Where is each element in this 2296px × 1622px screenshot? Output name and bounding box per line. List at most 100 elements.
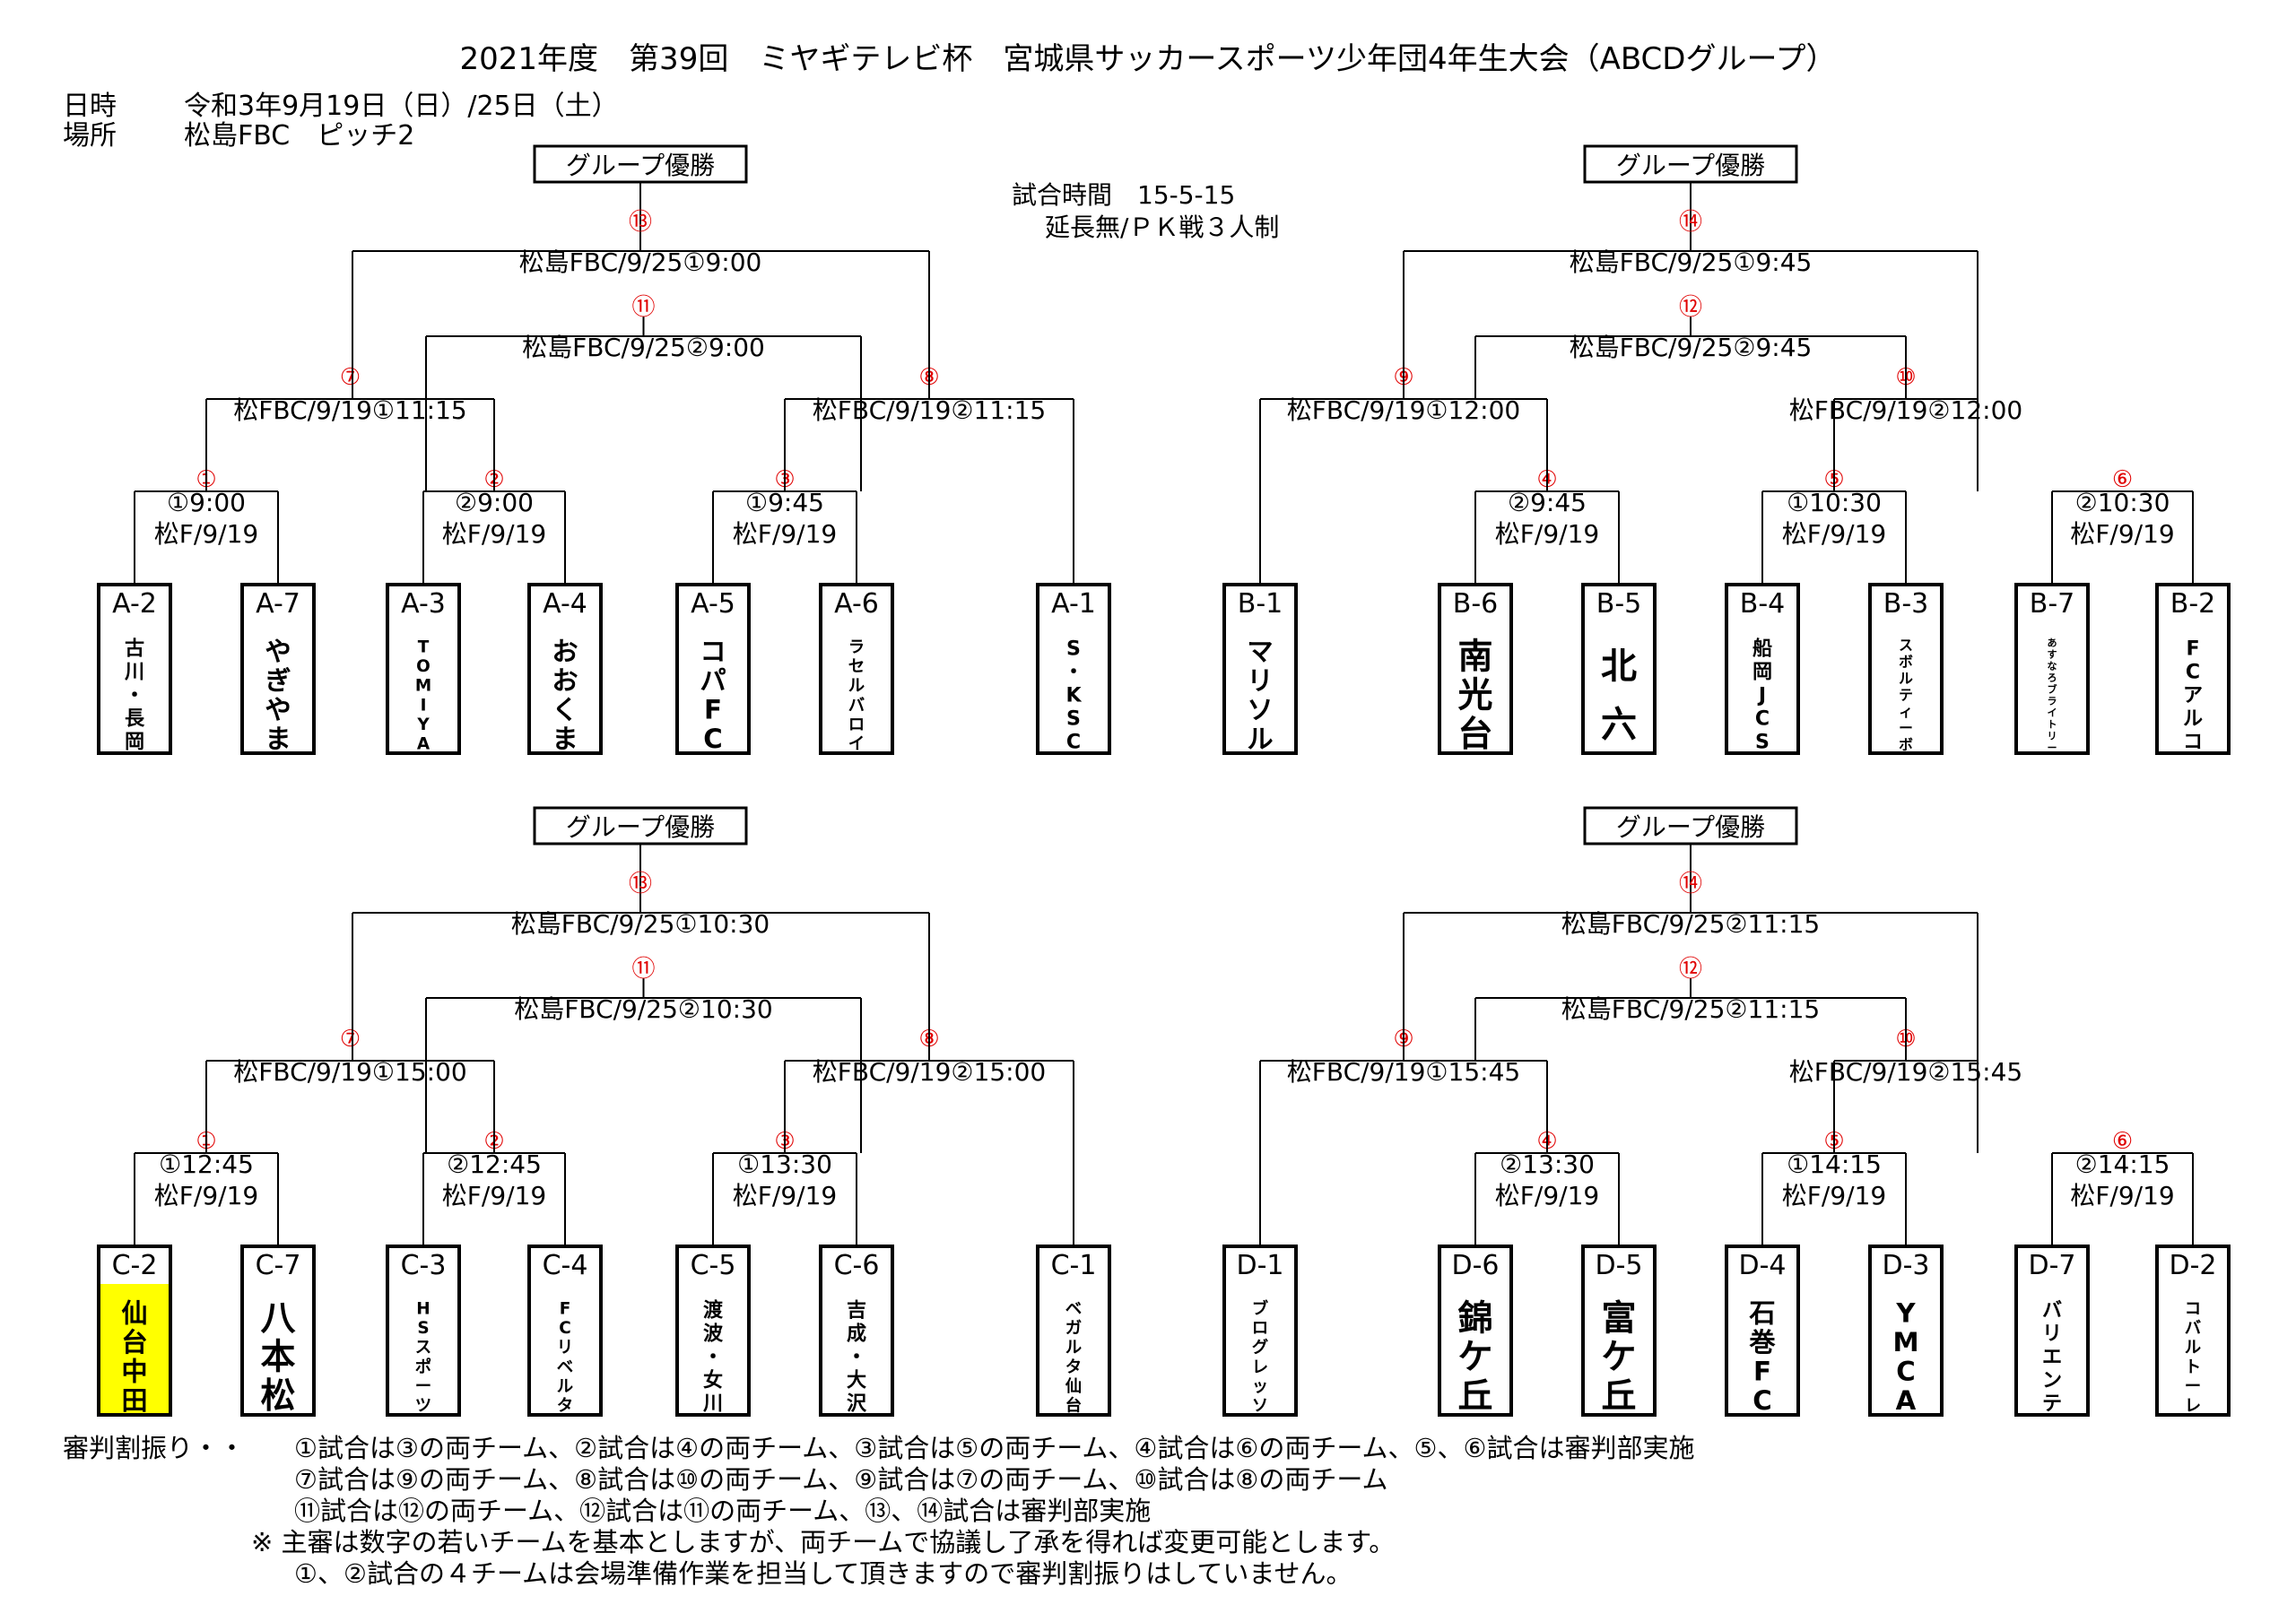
round1-time: ②13:30 [1500,1149,1595,1179]
team-code: A-3 [401,588,446,620]
team-box [97,583,172,755]
match-number: ⑦ [340,1026,361,1053]
team-box [1581,583,1657,755]
round2-match-label: 松FBC/9/19②12:00 [1789,395,2022,425]
team-box [527,583,603,755]
round1-venue: 松F/9/19 [442,1181,546,1210]
match-number: ⑥ [2112,1128,2133,1155]
team-box [1868,1245,1944,1417]
team-code: D-4 [1738,1250,1786,1281]
round2-match-label: 松FBC/9/19①15:45 [1287,1057,1520,1087]
team-name: やぎやま [265,636,291,754]
team-name: 錦ケ丘 [1457,1298,1492,1417]
team-name: おおくま [552,636,578,754]
team-code: A-5 [691,588,735,620]
round1-venue: 松F/9/19 [154,519,258,549]
team-code: C-1 [1051,1250,1097,1281]
note-line: ①、②試合の４チームは会場準備作業を担当して頂きますので審判割振りはしていません… [294,1558,1352,1589]
team-name: 吉成・大沢 [847,1299,867,1416]
round1-time: ①9:45 [745,488,824,517]
round1-time: ②10:30 [2075,488,2170,517]
match-number: ⑪ [631,294,655,321]
team-code: A-1 [1051,588,1096,620]
team-box [240,583,316,755]
team-box [1725,583,1800,755]
champion-label: グループ優勝 [1616,151,1765,180]
team-code: D-6 [1451,1250,1499,1281]
match-number: ⑪ [631,956,655,983]
team-code: C-3 [401,1250,447,1281]
match-number: ⑭ [1679,209,1702,236]
team-code: A-4 [543,588,587,620]
round1-venue: 松F/9/19 [154,1181,258,1210]
final-match-label: 松島FBC/9/25①9:45 [1570,247,1813,277]
final-match-label: 松島FBC/9/25②11:15 [1561,909,1820,939]
round1-time: ②14:15 [2075,1149,2170,1179]
team-code: A-6 [834,588,879,620]
team-code: C-5 [691,1250,736,1281]
team-name: ラセルバロイ [848,638,865,753]
team-box [819,583,894,755]
notes-label: 審判割振り・・ [63,1433,246,1463]
team-name: コバルトーレ [2185,1299,2202,1415]
round1-time: ②9:00 [455,488,534,517]
champion-label: グループ優勝 [566,151,715,180]
round2-match-label: 松FBC/9/19②15:45 [1789,1057,2022,1087]
team-box [1868,583,1944,755]
team-box [1036,583,1111,755]
round1-time: ①12:45 [159,1149,254,1179]
match-number: ⑬ [629,209,652,236]
round2-match-label: 松FBC/9/19①12:00 [1287,395,1520,425]
champion-box [533,144,748,184]
team-name: 古川・長岡 [124,638,145,754]
match-number: ⑥ [2112,466,2133,493]
round1-time: ①9:00 [167,488,246,517]
team-box [2014,583,2090,755]
round1-venue: 松F/9/19 [733,519,837,549]
place-value: 松島FBC ピッチ2 [184,120,415,152]
extra-rule: 延長無/ＰＫ戦３人制 [1045,213,1280,242]
team-code: A-7 [256,588,300,620]
team-name: マリソル [1247,636,1273,754]
round1-time: ①14:15 [1787,1149,1882,1179]
team-box [527,1245,603,1417]
team-code: B-7 [2030,588,2075,620]
note-line: ⑪試合は⑫の両チーム、⑫試合は⑪の両チーム、⑬、⑭試合は審判部実施 [294,1496,1152,1526]
round2-match-label: 松FBC/9/19②15:00 [813,1057,1046,1087]
semi-match-label: 松島FBC/9/25②9:00 [522,333,765,362]
note-line: ※ 主審は数字の若いチームを基本としますが、両チームで協議し了承を得れば変更可能… [251,1527,1396,1557]
match-number: ⑭ [1679,871,1702,898]
team-code: B-1 [1238,588,1283,620]
champion-label: グループ優勝 [566,812,715,842]
team-name: 富ケ丘 [1601,1298,1636,1417]
team-code: C-7 [256,1250,301,1281]
team-box [1036,1245,1111,1417]
match-number: ⑫ [1679,956,1702,983]
team-box [675,583,751,755]
team-name: スボルティーボ [1899,637,1913,753]
date-label: 日時 [63,91,117,122]
team-code: B-4 [1740,588,1786,620]
page-title: 2021年度 第39回 ミヤギテレビ杯 宮城県サッカースポーツ少年団4年生大会（… [459,41,1837,77]
team-name: 南光台 [1457,637,1492,755]
team-box [386,583,461,755]
team-name: ブログレッソ [1252,1298,1269,1415]
team-code: B-2 [2170,588,2216,620]
team-name: ベガルタ仙台 [1065,1299,1082,1415]
date-value: 令和3年9月19日（日）/25日（土） [184,91,619,122]
team-box [386,1245,461,1417]
team-code: B-3 [1883,588,1929,620]
team-code: D-3 [1882,1250,1929,1281]
team-code: D-2 [2169,1250,2216,1281]
round1-time: ①10:30 [1787,488,1882,517]
team-box [1725,1245,1800,1417]
team-box [1438,583,1513,755]
team-highlight [100,1284,169,1413]
